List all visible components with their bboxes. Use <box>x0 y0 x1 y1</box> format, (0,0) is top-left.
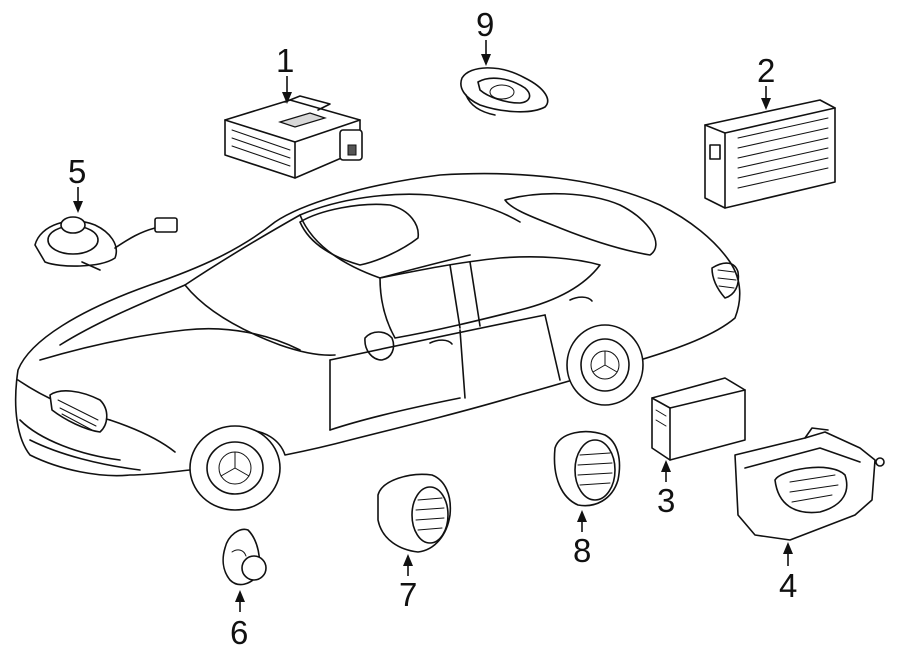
callout-4: 4 <box>779 542 797 604</box>
callout-label-8: 8 <box>573 532 591 569</box>
callout-6: 6 <box>230 590 248 651</box>
part-4-bracket <box>734 427 885 541</box>
callout-3: 3 <box>657 460 675 519</box>
vehicle-illustration <box>14 172 741 511</box>
part-8-speaker <box>553 431 621 507</box>
part-6-tweeter <box>222 528 267 586</box>
part-9-speaker <box>460 67 549 116</box>
callout-label-5: 5 <box>68 153 86 190</box>
part-7-speaker <box>377 473 452 553</box>
callout-7: 7 <box>399 554 417 613</box>
part-5-speaker <box>34 216 178 271</box>
part-1-control-module <box>224 95 363 179</box>
callout-label-1: 1 <box>276 42 294 79</box>
callout-label-2: 2 <box>757 52 775 89</box>
callout-2: 2 <box>757 52 775 110</box>
callout-9: 9 <box>476 6 494 66</box>
part-3-control-module <box>651 377 746 461</box>
callout-5: 5 <box>68 153 86 213</box>
callout-label-6: 6 <box>230 614 248 651</box>
callout-label-3: 3 <box>657 482 675 519</box>
callout-1: 1 <box>276 42 294 104</box>
callout-8: 8 <box>573 510 591 569</box>
callout-label-9: 9 <box>476 6 494 43</box>
callout-label-7: 7 <box>399 576 417 613</box>
part-2-amplifier <box>704 99 836 209</box>
callout-label-4: 4 <box>779 567 797 604</box>
